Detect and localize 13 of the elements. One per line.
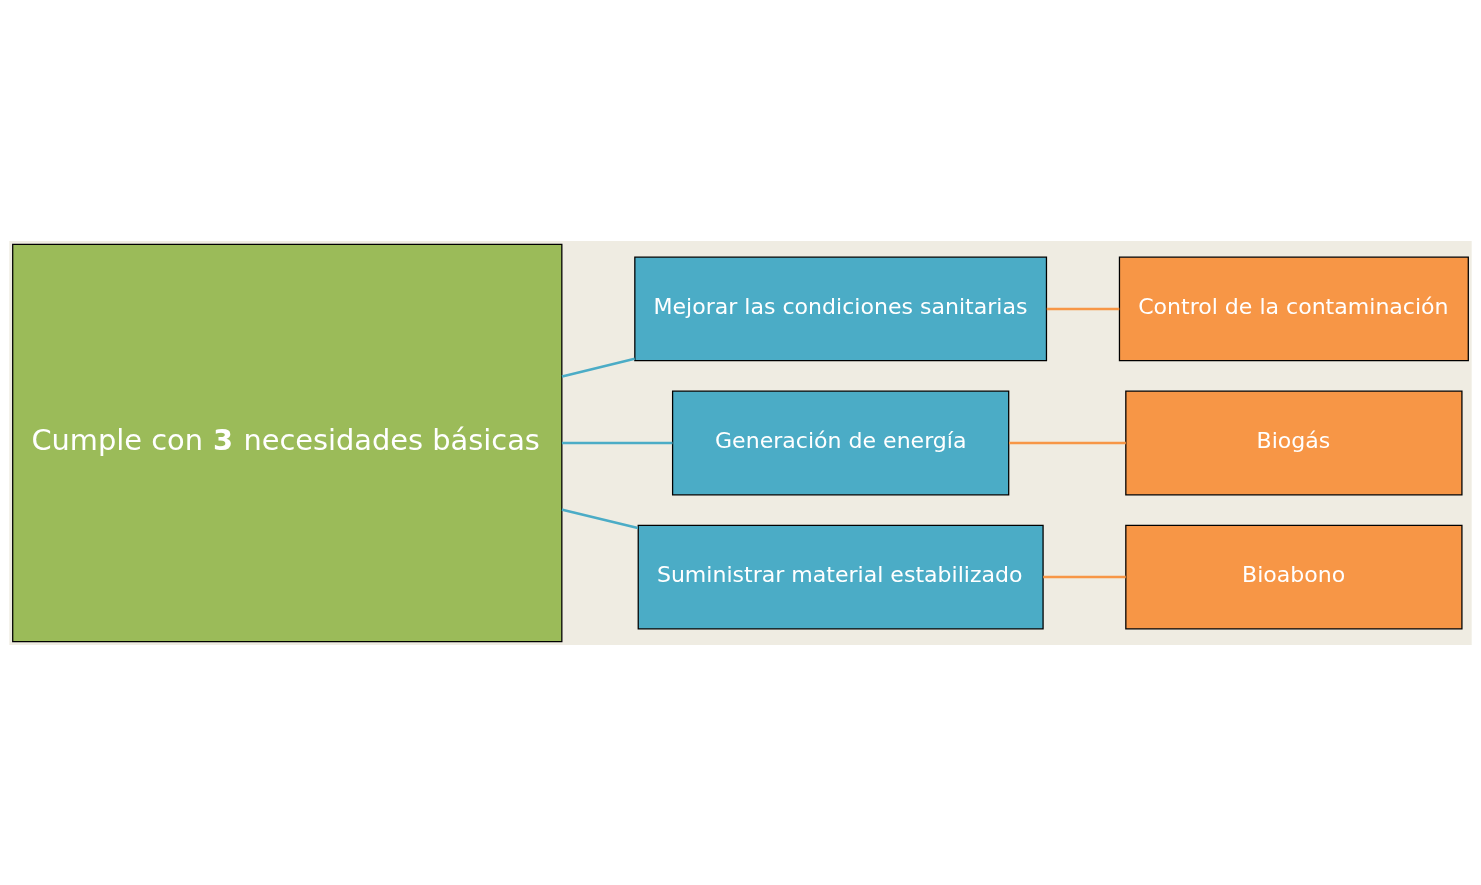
connector xyxy=(561,357,635,378)
node-box: Biogás xyxy=(1125,390,1463,495)
connector xyxy=(561,441,673,444)
node-box: Bioabono xyxy=(1125,524,1463,629)
connector xyxy=(1009,441,1126,444)
connector xyxy=(561,507,639,529)
node-box: Suministrar material estabilizado xyxy=(637,524,1044,629)
connector xyxy=(1043,575,1126,578)
node-box: Mejorar las condiciones sanitarias xyxy=(634,256,1048,361)
node-box: Control de la contaminación xyxy=(1118,256,1469,361)
node-box: Cumple con 3 necesidades básicas xyxy=(12,243,563,642)
node-box: Generación de energía xyxy=(671,390,1010,495)
connector xyxy=(1046,307,1120,310)
